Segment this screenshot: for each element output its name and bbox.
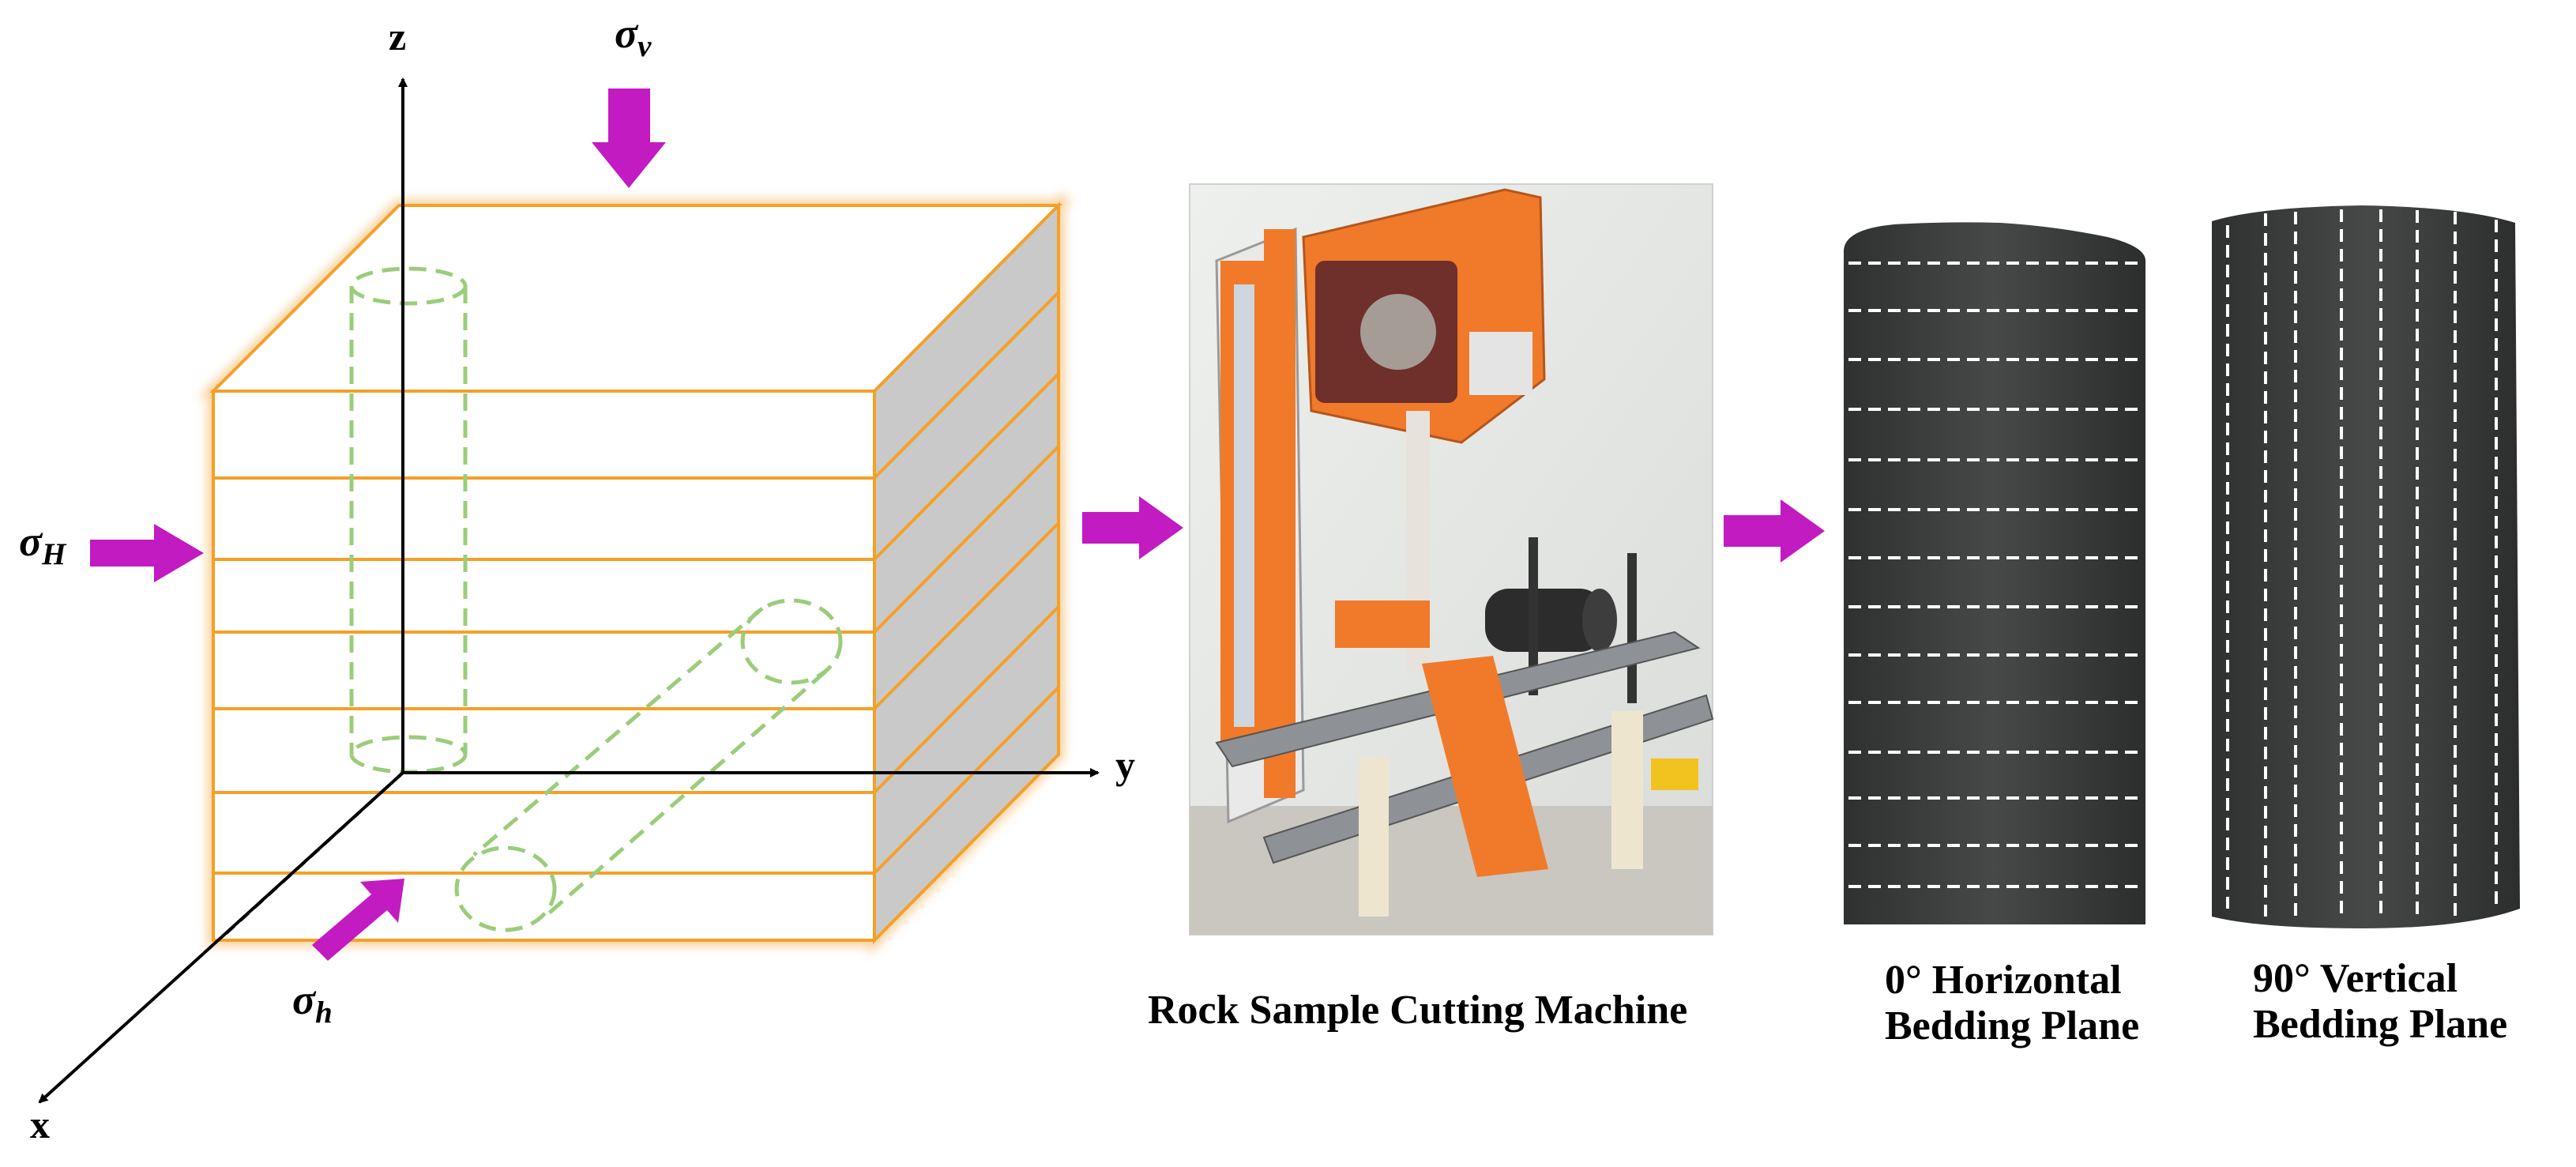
vertical-bedding-lines: [2226, 209, 2498, 918]
horizontal-bedding-lines: [1848, 262, 2142, 888]
z-axis-label: z: [389, 14, 407, 58]
stress-arrow-icon: [312, 879, 404, 961]
block-front-face: [212, 390, 876, 942]
stress-arrow-icon: [592, 88, 666, 188]
stress-arrow-icon: [90, 524, 204, 582]
rock-block: [38, 77, 1100, 1104]
x-axis-label: x: [30, 1102, 50, 1146]
cutting-machine-photo: [1189, 183, 1714, 935]
machine-caption: Rock Sample Cutting Machine: [1148, 988, 1688, 1033]
horizontal-bedding-caption: 0° Horizontal Bedding Plane: [1885, 958, 2140, 1049]
vertical-bedding-caption: 90° Vertical Bedding Plane: [2253, 956, 2508, 1048]
sigma-h-label: σh: [292, 976, 333, 1030]
bedding-lines: [213, 291, 1060, 875]
y-axis-label: y: [1115, 743, 1135, 787]
sigma-v-label: σv: [615, 9, 652, 63]
flow-arrow-icon: [1724, 499, 1825, 563]
horizontal-core-outline: [454, 598, 843, 932]
sigma-H-label: σH: [19, 518, 66, 571]
horizontal-bedding-core-photo: [1844, 222, 2145, 924]
vertical-bedding-core-photo: [2212, 205, 2520, 928]
flow-arrow-icon: [1082, 496, 1183, 559]
